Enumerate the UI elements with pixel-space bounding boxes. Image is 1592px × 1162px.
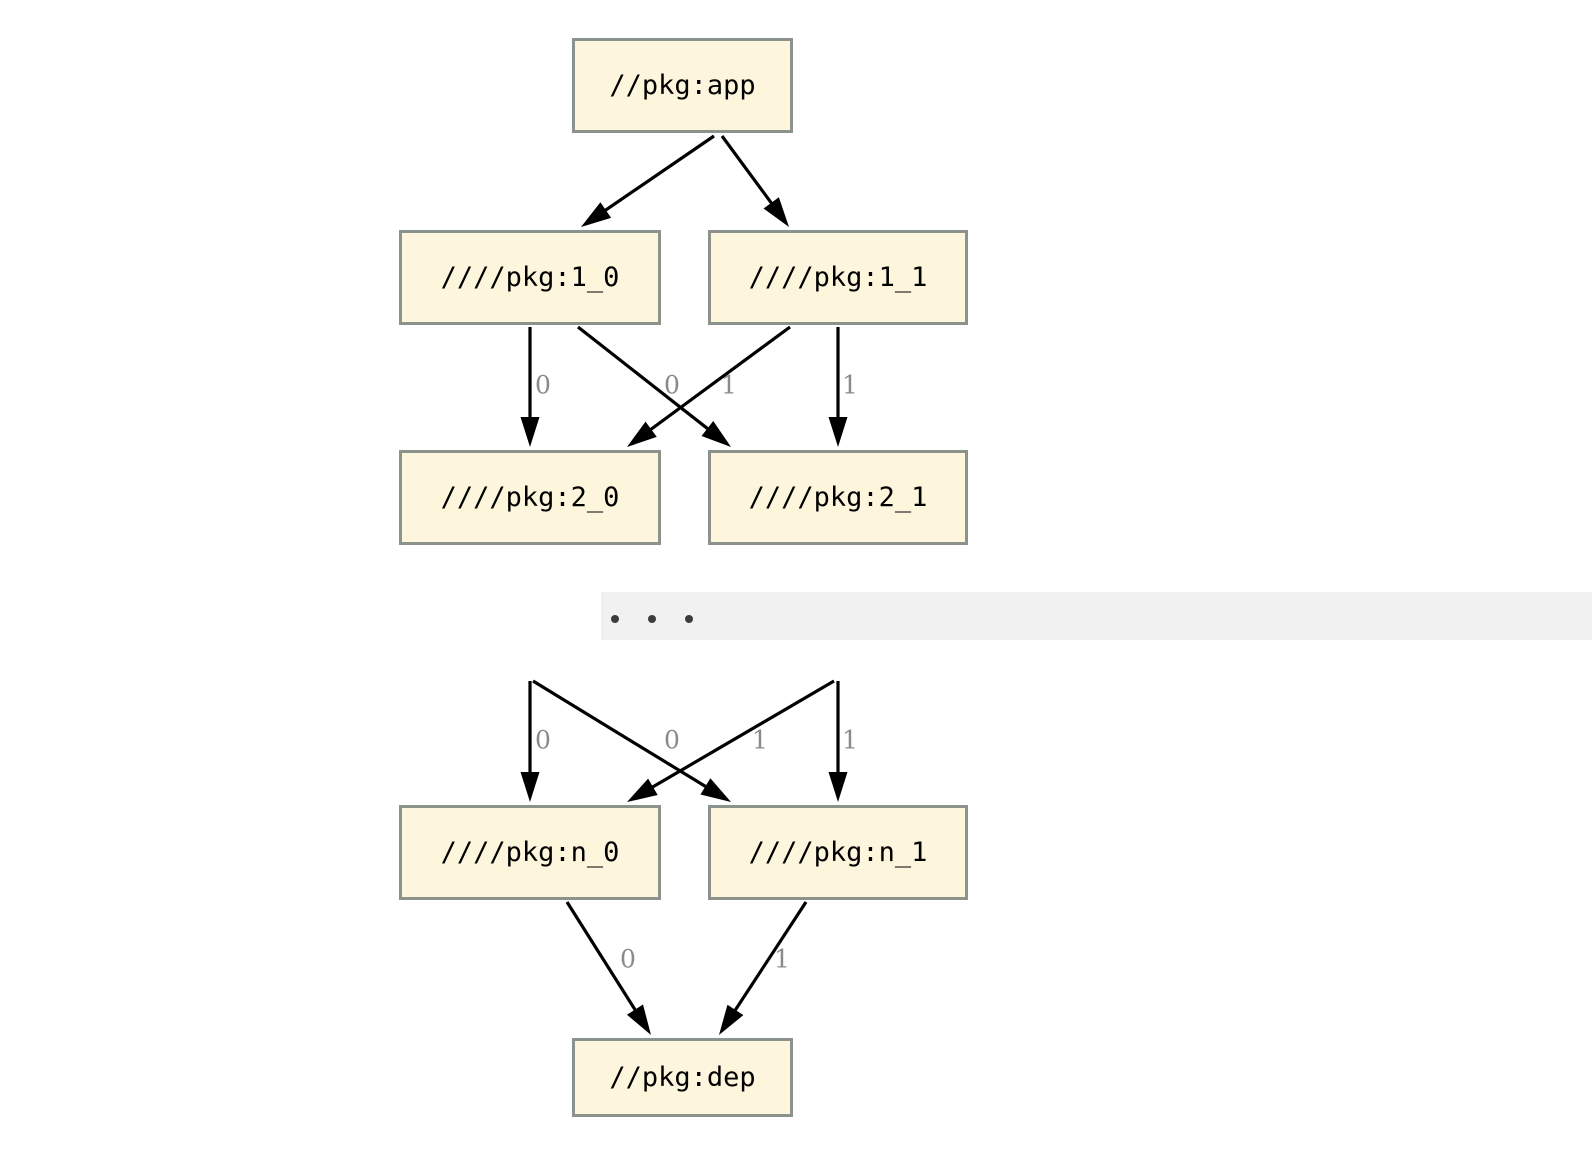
node-dep[interactable]: //pkg:dep	[572, 1038, 793, 1117]
node-box-ln_0[interactable]	[399, 805, 661, 900]
edge-label: 0	[664, 371, 680, 400]
edge-line	[720, 135, 777, 209]
edge-arrowhead	[719, 1004, 744, 1035]
node-label-dep: //pkg:dep	[609, 1062, 755, 1093]
edge-layer: 0 0 1 1 0 0 1 1 0 1	[520, 134, 858, 1035]
edge-line	[730, 901, 808, 1016]
edge-line	[565, 901, 640, 1016]
node-l2_0[interactable]: ////pkg:2_0	[399, 450, 661, 545]
node-label-l2_0: ////pkg:2_0	[441, 482, 620, 513]
edge-e-1_0-2_1: 0	[577, 325, 731, 447]
edge-arrowhead	[828, 417, 848, 447]
edge-label: 0	[620, 945, 636, 974]
node-label-ln_1: ////pkg:n_1	[749, 837, 928, 868]
edge-line	[599, 134, 715, 215]
node-label-app: //pkg:app	[609, 70, 755, 101]
node-box-dep[interactable]	[572, 1038, 793, 1117]
node-app[interactable]: //pkg:app	[572, 38, 793, 133]
edge-arrowhead	[520, 417, 540, 447]
edge-e-n_1-dep: 1	[719, 901, 808, 1035]
edge-e-app-1_0	[581, 134, 715, 227]
edge-e-y-n_0: 1	[627, 679, 835, 802]
edge-arrowhead	[581, 202, 612, 227]
node-box-l1_0[interactable]	[399, 230, 661, 325]
node-box-l2_1[interactable]	[708, 450, 968, 545]
ellipsis-dot-2	[685, 615, 693, 623]
edge-e-1_1-2_1: 1	[828, 327, 858, 447]
node-box-l1_1[interactable]	[708, 230, 968, 325]
edge-arrowhead	[627, 421, 657, 447]
edge-label: 1	[721, 371, 737, 400]
node-l1_0[interactable]: ////pkg:1_0	[399, 230, 661, 325]
ellipsis-section	[601, 592, 1592, 640]
edge-arrowhead	[828, 772, 848, 802]
edge-arrowhead	[701, 421, 731, 447]
edge-line	[646, 679, 835, 792]
node-l2_1[interactable]: ////pkg:2_1	[708, 450, 968, 545]
node-box-app[interactable]	[572, 38, 793, 133]
edge-label: 0	[535, 371, 551, 400]
edge-arrowhead	[700, 778, 731, 802]
node-layer: //pkg:app ////pkg:1_0 ////pkg:1_1 ////pkg:2…	[399, 38, 968, 1117]
edge-e-y-n_1: 1	[828, 681, 858, 802]
node-label-l1_0: ////pkg:1_0	[441, 262, 620, 293]
edge-label: 0	[535, 726, 551, 755]
edge-label: 1	[774, 945, 790, 974]
ellipsis-band	[601, 592, 1592, 640]
edge-e-n_0-dep: 0	[565, 901, 651, 1035]
edge-arrowhead	[627, 778, 658, 802]
edge-label: 1	[842, 371, 858, 400]
node-ln_0[interactable]: ////pkg:n_0	[399, 805, 661, 900]
edge-e-app-1_1	[720, 135, 789, 227]
edge-line	[645, 325, 791, 435]
edge-arrowhead	[626, 1004, 651, 1035]
edge-e-1_0-2_0: 0	[520, 327, 551, 447]
node-box-l2_0[interactable]	[399, 450, 661, 545]
edge-e-x-n_0: 0	[520, 681, 551, 802]
ellipsis-dot-1	[648, 615, 656, 623]
edge-label: 1	[842, 726, 858, 755]
edge-label: 0	[664, 726, 680, 755]
node-box-ln_1[interactable]	[708, 805, 968, 900]
ellipsis-dot-0	[611, 615, 619, 623]
node-label-l1_1: ////pkg:1_1	[749, 262, 928, 293]
edge-line	[532, 679, 712, 791]
edge-arrowhead	[763, 197, 789, 227]
edge-line	[577, 325, 714, 434]
node-ln_1[interactable]: ////pkg:n_1	[708, 805, 968, 900]
edge-arrowhead	[520, 772, 540, 802]
edge-e-1_1-2_0: 1	[627, 325, 791, 447]
edge-label: 1	[752, 726, 768, 755]
edge-e-x-n_1: 0	[532, 679, 731, 802]
node-label-ln_0: ////pkg:n_0	[441, 837, 620, 868]
node-l1_1[interactable]: ////pkg:1_1	[708, 230, 968, 325]
node-label-l2_1: ////pkg:2_1	[749, 482, 928, 513]
